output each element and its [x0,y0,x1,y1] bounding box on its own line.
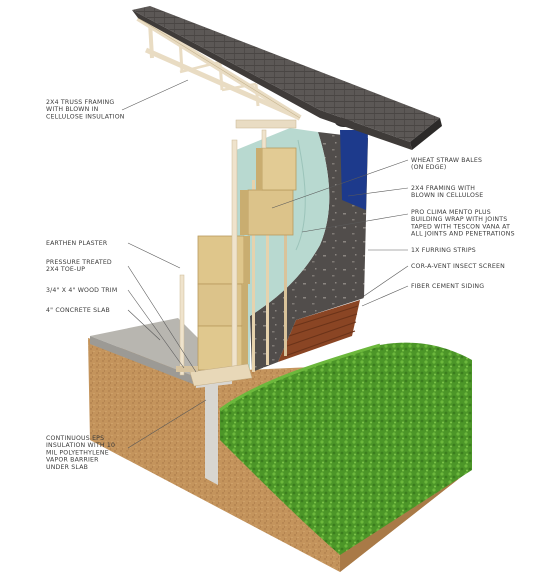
roof-truss [136,15,353,129]
label-line: CONTINUOUS EPS [46,435,104,442]
label-line: 2X4 FRAMING WITH [411,185,475,192]
label-line: 3/4" X 4" WOOD TRIM [46,287,117,294]
label-line: 2X4 TOE-UP [46,266,85,273]
label-line: EARTHEN PLASTER [46,240,108,247]
label-line: MIL POLYETHYLENE [46,449,109,456]
label-line: VAPOR BARRIER [46,457,99,464]
label-concrete-slab: 4" CONCRETE SLAB [46,307,110,314]
label-furring-strips: 1X FURRING STRIPS [411,247,476,254]
label-line: CELLULOSE INSULATION [46,113,125,120]
label-line: BUILDING WRAP WITH JOINTS [411,216,507,223]
label-line: UNDER SLAB [46,464,88,471]
label-line: 2X4 TRUSS FRAMING [46,99,114,106]
label-line: (ON EDGE) [411,164,446,171]
wall-framing [176,129,267,387]
label-line: 1X FURRING STRIPS [411,247,476,254]
fiber-cement-siding [278,300,360,362]
label-insect-screen: COR-A-VENT INSECT SCREEN [411,263,505,270]
label-line: COR-A-VENT INSECT SCREEN [411,263,505,270]
building-wrap [250,130,368,372]
label-line: TAPED WITH TESCON VANA AT [410,223,510,230]
label-line: PRO CLIMA MENTO PLUS [411,209,491,216]
label-line: ALL JOINTS AND PENETRATIONS [411,231,515,238]
label-line: PRESSURE TREATED [46,259,112,266]
label-wood-trim: 3/4" X 4" WOOD TRIM [46,287,117,294]
label-line: BLOWN IN CELLULOSE [411,192,483,199]
label-fiber-cement-siding: FIBER CEMENT SIDING [411,283,484,290]
label-line: WHEAT STRAW BALES [411,157,482,164]
furring-strips [252,160,287,372]
label-line: INSULATION WITH 10 [46,442,115,449]
roof-shingles [132,6,442,150]
leader-lines [121,79,409,449]
label-wheat-straw-bales: WHEAT STRAW BALES(ON EDGE) [411,157,482,171]
label-earthen-plaster: EARTHEN PLASTER [46,240,108,247]
label-line: FIBER CEMENT SIDING [411,283,484,290]
label-line: WITH BLOWN IN [46,106,99,113]
label-line: 4" CONCRETE SLAB [46,307,110,314]
grass-terrain [219,342,472,555]
